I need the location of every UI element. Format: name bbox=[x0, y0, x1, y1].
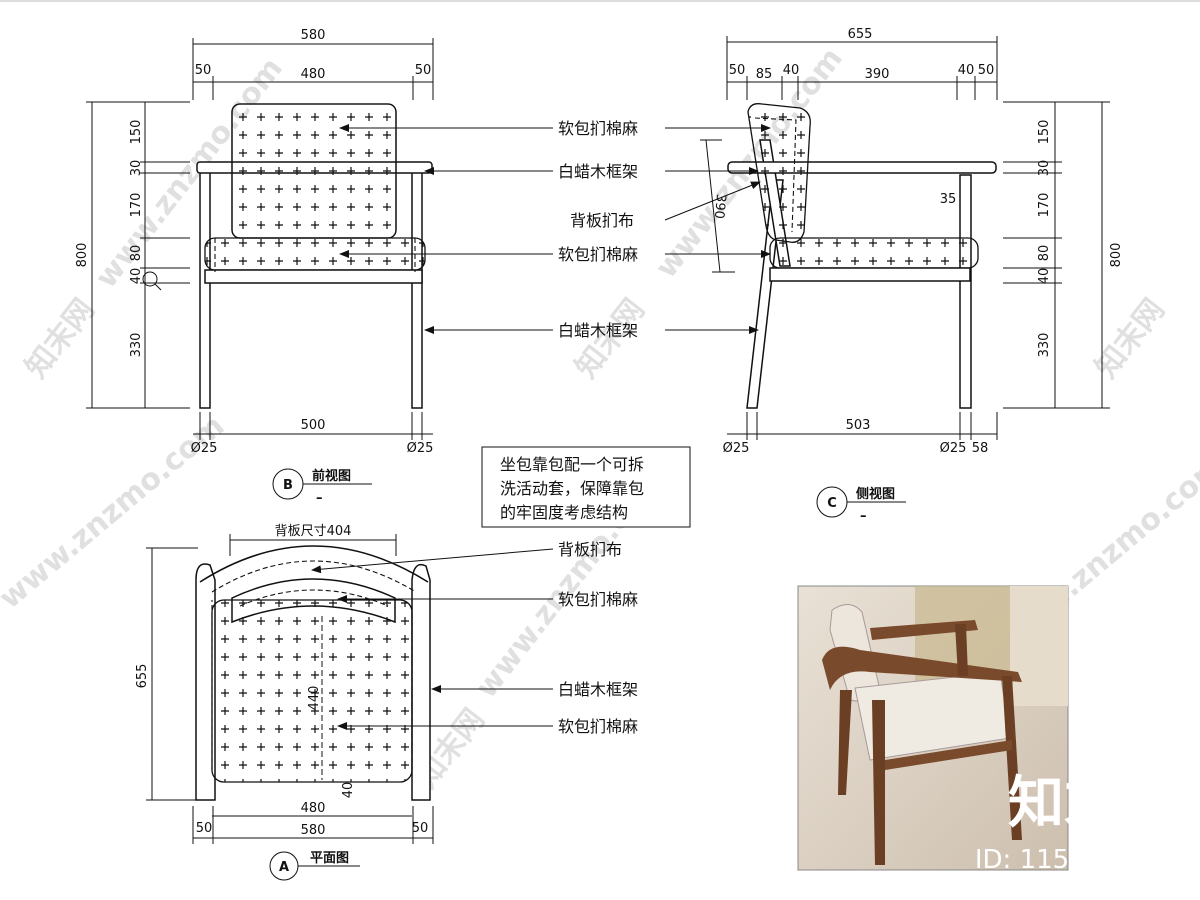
note-box: 坐包靠包配一个可拆 洗活动套，保障靠包 的牢固度考虑结构 bbox=[481, 446, 691, 528]
view-title: 侧视图 bbox=[856, 486, 895, 502]
callout-label: 软包扪棉麻 bbox=[558, 245, 638, 264]
note-line: 洗活动套，保障靠包 bbox=[500, 479, 644, 498]
view-title-dash: – bbox=[316, 491, 323, 506]
view-title: 前视图 bbox=[312, 468, 351, 484]
dim-label: 170 bbox=[129, 193, 144, 218]
callout-label: 背板扪布 bbox=[570, 211, 634, 230]
dim-label: 800 bbox=[1109, 243, 1124, 268]
watermark-text: 知末网 bbox=[1089, 292, 1172, 384]
callout-label: 白蜡木框架 bbox=[558, 162, 638, 181]
dim-label: Ø25 bbox=[191, 441, 218, 456]
upper-callouts: 软包扪棉麻 白蜡木框架 背板扪布 软包扪棉麻 白蜡木框架 bbox=[339, 119, 771, 340]
dim-label: 503 bbox=[846, 418, 871, 433]
dim-label: Ø25 bbox=[723, 441, 750, 456]
dim-label: 40 bbox=[1037, 268, 1052, 285]
dim-label: 50 bbox=[412, 821, 429, 836]
callout-label: 软包扪棉麻 bbox=[558, 119, 638, 138]
dim-label: 800 bbox=[75, 243, 90, 268]
plan-view: 背板尺寸404 655 440 40 480 50 580 50 A bbox=[135, 524, 434, 881]
dim-label: 655 bbox=[848, 27, 873, 42]
dim-label: 80 bbox=[129, 245, 144, 262]
dim-label: 500 bbox=[301, 418, 326, 433]
dim-label: 390 bbox=[865, 67, 890, 82]
dim-label: 330 bbox=[129, 333, 144, 358]
dim-label: 440 bbox=[307, 686, 322, 711]
note-line: 坐包靠包配一个可拆 bbox=[500, 455, 644, 474]
callout-label: 软包扪棉麻 bbox=[558, 590, 638, 609]
dim-label: 50 bbox=[729, 63, 746, 78]
callout-label: 背板扪布 bbox=[558, 540, 622, 559]
dim-label: 40 bbox=[341, 782, 356, 799]
dim-label: Ø25 bbox=[940, 441, 967, 456]
dim-label: 30 bbox=[1037, 160, 1052, 177]
dim-label: 150 bbox=[1037, 120, 1052, 145]
brand-logo: 知末 bbox=[1008, 771, 1120, 836]
callout-label: 白蜡木框架 bbox=[558, 680, 638, 699]
dim-label: 150 bbox=[129, 120, 144, 145]
dim-label: 50 bbox=[978, 63, 995, 78]
dim-label: 40 bbox=[129, 268, 144, 285]
lower-callouts: 背板扪布 软包扪棉麻 白蜡木框架 软包扪棉麻 bbox=[311, 540, 638, 736]
dim-label: 58 bbox=[972, 441, 989, 456]
side-view: 655 50 85 40 390 40 50 800 150 30 170 80… bbox=[700, 27, 1124, 524]
magnifier-icon bbox=[142, 271, 158, 287]
dim-label: 655 bbox=[135, 664, 150, 689]
dim-label: 背板尺寸404 bbox=[275, 524, 352, 539]
note-line: 的牢固度考虑结构 bbox=[500, 503, 628, 522]
view-title: 平面图 bbox=[310, 851, 349, 866]
dim-label: 85 bbox=[756, 67, 773, 82]
dim-label: 50 bbox=[415, 63, 432, 78]
view-symbol: B bbox=[283, 478, 293, 493]
dim-label: 80 bbox=[1037, 245, 1052, 262]
watermark-text: 知末网 bbox=[19, 292, 102, 384]
dim-label: 40 bbox=[783, 63, 800, 78]
view-symbol: C bbox=[827, 496, 837, 511]
dim-label: 580 bbox=[301, 823, 326, 838]
dim-label: 50 bbox=[195, 63, 212, 78]
dim-label: 480 bbox=[301, 801, 326, 816]
dim-label: 170 bbox=[1037, 193, 1052, 218]
dim-label: 40 bbox=[958, 63, 975, 78]
view-title-dash: – bbox=[860, 509, 867, 524]
dim-label: 35 bbox=[940, 192, 957, 207]
callout-label: 软包扪棉麻 bbox=[558, 717, 638, 736]
product-photo: 知末 ID: 1156552663 bbox=[797, 585, 1185, 875]
dim-label: 50 bbox=[196, 821, 213, 836]
image-id: ID: 1156552663 bbox=[975, 845, 1185, 875]
dim-label: 30 bbox=[129, 160, 144, 177]
dim-label: Ø25 bbox=[407, 441, 434, 456]
view-symbol: A bbox=[279, 860, 289, 875]
dim-label: 330 bbox=[1037, 333, 1052, 358]
dim-label: 480 bbox=[301, 67, 326, 82]
dim-label: 580 bbox=[301, 28, 326, 43]
callout-label: 白蜡木框架 bbox=[558, 321, 638, 340]
dim-label: 390 bbox=[711, 193, 729, 219]
front-view: 580 50 480 50 800 150 30 170 80 40 330 bbox=[75, 28, 434, 506]
